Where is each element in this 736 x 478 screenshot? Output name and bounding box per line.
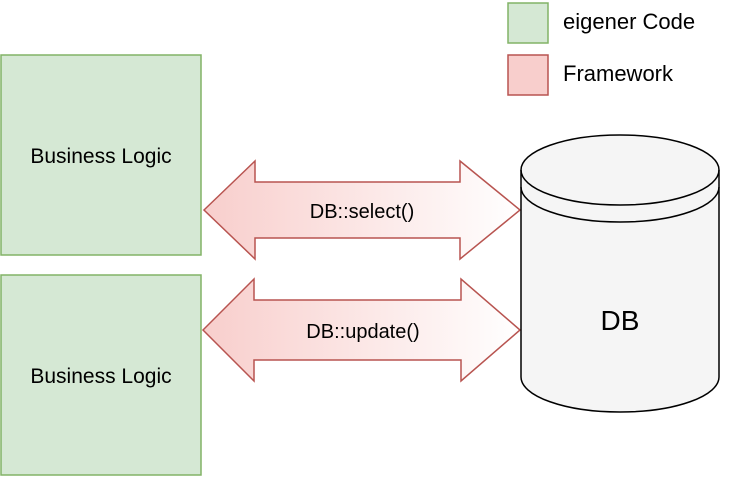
database-band: [520, 186, 720, 223]
double-arrow-shape: [202, 159, 522, 261]
double-arrow-shape: [201, 277, 522, 383]
database-cylinder: DB: [520, 134, 720, 413]
business-logic-block-top: Business Logic: [0, 54, 202, 256]
business-logic-box: [0, 274, 202, 476]
business-logic-label: Business Logic: [30, 145, 171, 168]
update-arrow-label: DB::update(): [306, 321, 419, 343]
database-body: [520, 134, 720, 413]
business-logic-block-bottom: Business Logic: [0, 274, 202, 476]
database-label: DB: [601, 305, 640, 336]
legend: eigener Code Framework: [507, 2, 695, 96]
legend-label-own-code: eigener Code: [563, 9, 695, 34]
database-rim: [520, 169, 720, 206]
legend-label-framework: Framework: [563, 61, 674, 86]
update-arrow: DB::update(): [201, 277, 522, 383]
legend-swatch-own-code: [507, 2, 549, 44]
business-logic-label: Business Logic: [30, 365, 171, 388]
select-arrow: DB::select(): [202, 159, 522, 261]
business-logic-box: [0, 54, 202, 256]
select-arrow-label: DB::select(): [310, 201, 414, 223]
legend-swatch-framework: [507, 54, 549, 96]
